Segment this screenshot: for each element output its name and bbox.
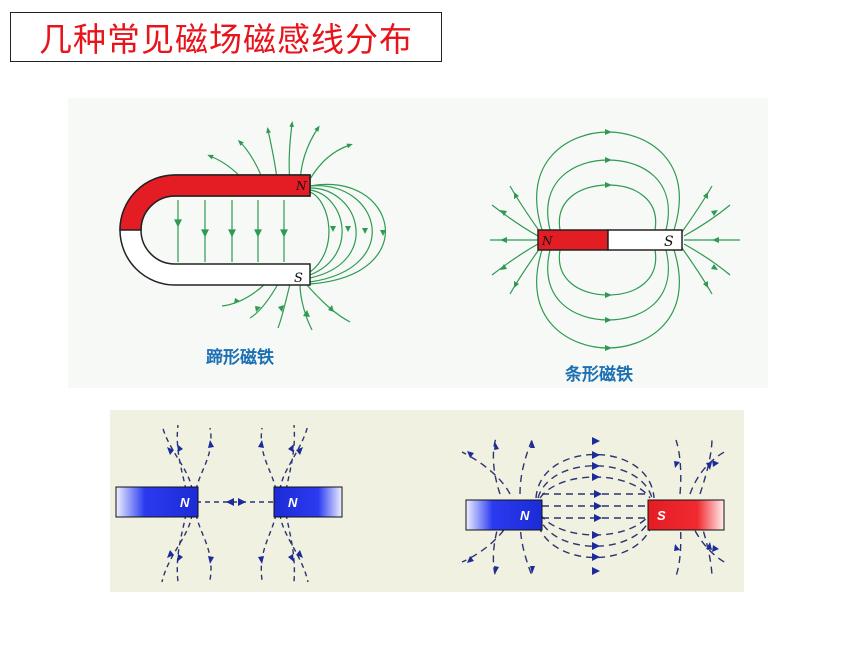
bar-north-label: N bbox=[541, 234, 553, 248]
bar-magnet-south-half bbox=[607, 229, 683, 251]
repel-field-lines bbox=[161, 424, 309, 583]
repel-right-magnet bbox=[273, 486, 343, 518]
repel-arrows bbox=[167, 440, 303, 564]
repel-diagram bbox=[110, 410, 744, 592]
repel-right-pole-label: N bbox=[288, 495, 298, 510]
page-title: 几种常见磁场磁感线分布 bbox=[39, 20, 413, 59]
horseshoe-magnet-diagram bbox=[119, 121, 386, 331]
attract-south-magnet bbox=[647, 499, 725, 531]
title-box: 几种常见磁场磁感线分布 bbox=[10, 12, 442, 62]
horseshoe-inner-field-lines bbox=[174, 200, 288, 262]
bar-south-label: S bbox=[664, 234, 674, 250]
bar-field-arrows bbox=[500, 129, 719, 351]
bar-caption: 条形磁铁 bbox=[565, 365, 633, 385]
horseshoe-red-half bbox=[119, 174, 311, 231]
horseshoe-north-label: N bbox=[295, 179, 307, 193]
horseshoe-south-label: S bbox=[294, 271, 303, 286]
attract-left-pole-label: N bbox=[520, 508, 530, 523]
repel-left-magnet bbox=[115, 486, 199, 518]
horseshoe-loop-arrows bbox=[234, 226, 386, 317]
attract-diagram bbox=[461, 437, 729, 579]
attract-right-pole-label: S bbox=[657, 508, 666, 523]
bar-magnet-diagram bbox=[490, 129, 740, 351]
bottom-diagram-panel bbox=[110, 410, 744, 592]
horseshoe-caption: 蹄形磁铁 bbox=[206, 348, 274, 368]
repel-left-pole-label: N bbox=[180, 495, 190, 510]
attract-north-magnet bbox=[465, 499, 543, 531]
attract-arrows bbox=[467, 437, 719, 575]
